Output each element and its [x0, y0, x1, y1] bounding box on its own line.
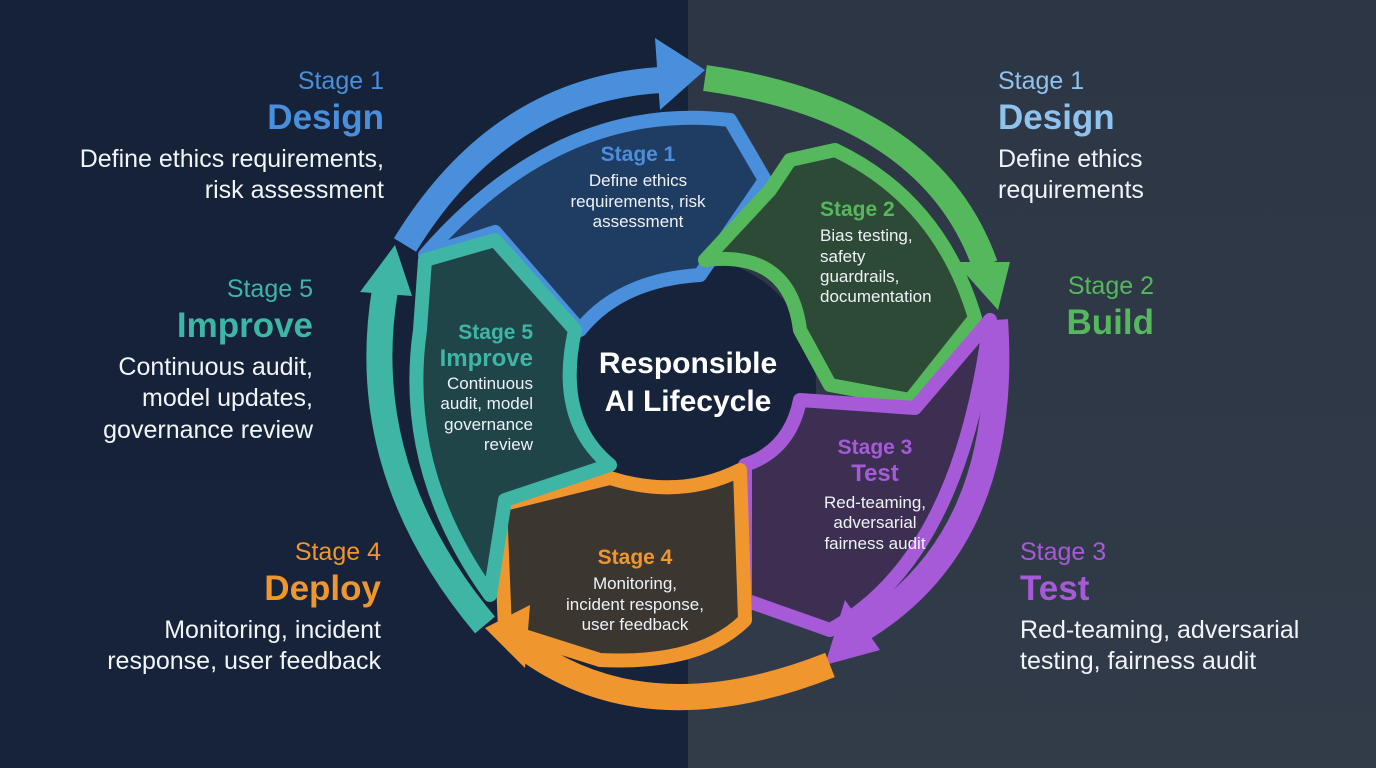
inner-stage3-desc-2: adversarial: [833, 513, 917, 533]
inner-stage2-desc-4: documentation: [820, 287, 932, 307]
left-improve-stage: Stage 5: [226, 275, 313, 303]
sector-build: [698, 143, 982, 407]
left-design-desc-2: risk assessment: [204, 176, 384, 205]
arrow-deploy: [506, 629, 835, 711]
inner-label-stage5: Stage 5 Improve Continuous audit, model …: [410, 320, 533, 456]
right-design-stage: Stage 1: [998, 67, 1085, 95]
inner-stage3-stage: Stage 3: [837, 436, 913, 459]
arrow-test-head: [825, 600, 880, 665]
right-test-name: Test: [1020, 568, 1090, 608]
left-deploy-name: Deploy: [264, 568, 381, 608]
center-disc: [560, 257, 816, 513]
inner-label-stage4: Stage 4 Monitoring, incident response, u…: [545, 545, 725, 635]
inner-stage4-stage: Stage 4: [597, 546, 673, 569]
inner-stage1-desc-2: requirements, risk: [570, 191, 706, 211]
sector-deploy: [493, 463, 752, 668]
left-design-name: Design: [267, 97, 384, 137]
center-title-line2: AI Lifecycle: [604, 384, 772, 418]
center-title-line1: Responsible: [598, 347, 778, 380]
sector-design: [418, 110, 772, 337]
arrow-deploy-head: [485, 605, 530, 668]
inner-label-stage2: Stage 2 Bias testing, safety guardrails,…: [820, 197, 932, 308]
left-label-improve: Stage 5 Improve Continuous audit, model …: [103, 275, 313, 446]
right-test-desc-1: Red-teaming, adversarial: [1020, 616, 1300, 644]
left-deploy-desc-2: response, user feedback: [107, 647, 381, 676]
arrow-build-head: [955, 262, 1010, 310]
arrow-design: [393, 67, 661, 252]
inner-label-stage3: Stage 3 Test Red-teaming, adversarial fa…: [790, 435, 960, 554]
left-deploy-desc-1: Monitoring, incident: [164, 616, 381, 644]
arrow-improve-head: [360, 245, 412, 296]
left-design-desc-1: Define ethics requirements,: [79, 145, 384, 173]
inner-stage5-desc-4: review: [483, 435, 533, 455]
inner-stage4-desc-3: user feedback: [581, 614, 689, 634]
right-label-build: Stage 2 Build: [1067, 272, 1154, 343]
sector-test: [738, 313, 997, 637]
inner-stage3-desc-3: fairness audit: [824, 533, 926, 553]
inner-stage5-desc-2: audit, model: [440, 394, 533, 414]
right-design-name: Design: [998, 97, 1115, 137]
right-label-test: Stage 3 Test Red-teaming, adversarial te…: [1020, 538, 1299, 678]
left-deploy-stage: Stage 4: [294, 538, 381, 566]
inner-stage5-stage: Stage 5: [458, 321, 533, 344]
arrow-build: [703, 65, 998, 270]
left-improve-desc-2: model updates,: [142, 384, 313, 413]
inner-stage2-desc-1: Bias testing,: [820, 226, 913, 246]
inner-stage5-desc-1: Continuous: [446, 373, 533, 393]
left-label-deploy: Stage 4 Deploy Monitoring, incident resp…: [107, 538, 381, 678]
right-test-stage: Stage 3: [1020, 538, 1107, 566]
inner-stage2-desc-2: safety: [820, 246, 866, 266]
inner-stage4-desc-1: Monitoring,: [592, 574, 678, 594]
arrow-improve: [366, 287, 495, 634]
right-design-desc-1: Define ethics: [998, 145, 1143, 173]
left-improve-desc-1: Continuous audit,: [118, 353, 313, 381]
center-title: Responsible AI Lifecycle: [583, 345, 793, 420]
right-label-design: Stage 1 Design Define ethics requirement…: [998, 67, 1144, 207]
left-label-design: Stage 1 Design Define ethics requirement…: [80, 67, 384, 207]
right-design-desc-2: requirements: [998, 176, 1144, 205]
inner-stage5-name: Improve: [439, 345, 533, 373]
inner-stage3-name: Test: [851, 460, 899, 488]
inner-stage1-stage: Stage 1: [600, 143, 676, 166]
arrow-test: [853, 319, 1010, 642]
inner-stage4-desc-2: incident response,: [566, 594, 704, 614]
right-build-stage: Stage 2: [1067, 272, 1154, 300]
right-test-desc-2: testing, fairness audit: [1020, 647, 1257, 676]
inner-label-stage1: Stage 1 Define ethics requirements, risk…: [528, 142, 748, 232]
left-design-stage: Stage 1: [297, 67, 384, 95]
inner-stage2-stage: Stage 2: [820, 198, 895, 221]
sector-improve: [409, 233, 617, 602]
inner-stage3-desc-1: Red-teaming,: [823, 492, 927, 512]
right-build-name: Build: [1066, 302, 1154, 342]
left-improve-desc-3: governance review: [103, 415, 313, 444]
inner-stage5-desc-3: governance: [444, 414, 533, 434]
left-improve-name: Improve: [176, 305, 313, 345]
inner-stage2-desc-3: guardrails,: [820, 266, 900, 286]
arrow-design-head: [655, 38, 705, 110]
inner-stage1-desc-3: assessment: [592, 211, 684, 231]
inner-stage1-desc-1: Define ethics: [588, 171, 688, 191]
